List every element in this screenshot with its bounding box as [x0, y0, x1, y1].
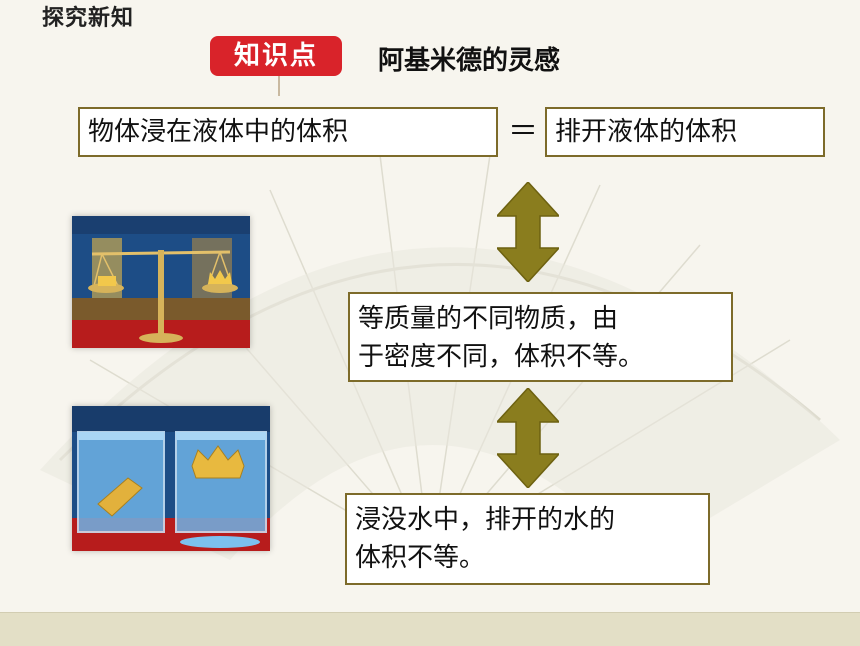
equation-right-text: 排开液体的体积 — [555, 117, 738, 147]
balance-scale-illustration — [72, 216, 250, 348]
reason-line: 于密度不同，体积不等。 — [358, 342, 645, 372]
equation-right-box: 排开液体的体积 — [545, 107, 825, 157]
beakers-illustration — [72, 406, 270, 551]
double-arrow-vertical-icon — [497, 388, 559, 488]
badge-connector — [278, 76, 280, 96]
reason-line: 浸没水中，排开的水的 — [355, 505, 616, 535]
reason-box-displacement: 浸没水中，排开的水的 体积不等。 — [345, 493, 710, 585]
equation-left-box: 物体浸在液体中的体积 — [78, 107, 498, 157]
reason-box-density: 等质量的不同物质，由 于密度不同，体积不等。 — [348, 292, 733, 382]
equation-left-text: 物体浸在液体中的体积 — [88, 117, 349, 147]
bottom-band — [0, 612, 860, 646]
section-title: 探究新知 — [42, 6, 135, 31]
equals-sign: ＝ — [508, 114, 538, 149]
topic-title: 阿基米德的灵感 — [378, 46, 561, 76]
reason-line: 等质量的不同物质，由 — [358, 304, 619, 334]
double-arrow-vertical-icon — [497, 182, 559, 282]
reason-line: 体积不等。 — [355, 543, 486, 573]
knowledge-point-badge: 知识点 — [210, 36, 342, 76]
